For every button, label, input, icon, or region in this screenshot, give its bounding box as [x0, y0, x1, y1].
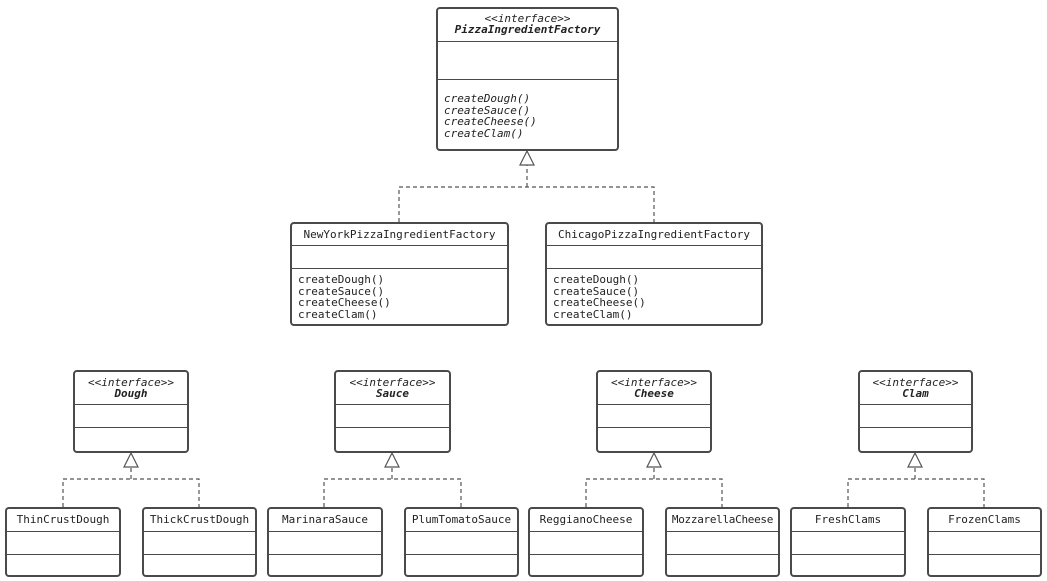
methods-section: createDough() createSauce() createCheese…: [547, 268, 761, 323]
class-name: ChicagoPizzaIngredientFactory: [557, 228, 751, 241]
marinara-sauce-class[interactable]: MarinaraSauce: [267, 507, 383, 577]
attributes-section: [438, 41, 617, 79]
method: createSauce(): [553, 284, 640, 298]
interface-stereotype: <<interface>>: [610, 376, 698, 389]
fresh-clams-class[interactable]: FreshClams: [790, 507, 906, 577]
methods-section: [75, 427, 187, 451]
clam-interface[interactable]: <<interface>> Clam: [858, 370, 973, 453]
realization-arrow-factory: [519, 149, 535, 166]
interface-name: Sauce: [375, 387, 410, 400]
frozen-clams-class[interactable]: FrozenClams: [927, 507, 1042, 577]
method: createDough(): [298, 273, 385, 286]
sauce-interface[interactable]: <<interface>> Sauce: [334, 370, 451, 453]
methods-section: [144, 554, 255, 575]
attributes-section: [292, 245, 507, 268]
realization-arrow-sauce: [384, 451, 400, 468]
reggiano-cheese-class[interactable]: ReggianoCheese: [528, 507, 644, 577]
method: createCheese(): [444, 115, 537, 128]
methods-section: [667, 554, 778, 575]
pizza-ingredient-factory-interface[interactable]: <<interface>> PizzaIngredientFactory cre…: [436, 7, 619, 151]
thin-crust-dough-class[interactable]: ThinCrustDough: [5, 507, 121, 577]
methods-section: [269, 554, 381, 575]
methods-section: [7, 554, 119, 575]
interface-stereotype: <<interface>>: [484, 12, 571, 25]
methods-section: [860, 427, 971, 451]
methods-section: createDough() createSauce() createCheese…: [438, 79, 617, 142]
interface-name: PizzaIngredientFactory: [454, 23, 601, 36]
attributes-section: [667, 531, 778, 554]
class-name: MarinaraSauce: [281, 513, 369, 526]
method: createClam(): [298, 307, 378, 321]
attributes-section: [269, 531, 381, 554]
methods-section: [530, 554, 642, 575]
connector-cheese: [585, 467, 723, 507]
class-name: MozzarellaCheese: [671, 513, 774, 526]
methods-section: [598, 427, 710, 451]
class-name: PlumTomatoSauce: [411, 513, 512, 526]
attributes-section: [929, 531, 1040, 554]
attributes-section: [75, 404, 187, 427]
method: createDough(): [553, 273, 640, 286]
interface-stereotype: <<interface>>: [87, 376, 175, 389]
class-name: FrozenClams: [948, 513, 1021, 526]
method: createDough(): [444, 92, 531, 105]
class-name: ThinCrustDough: [16, 513, 110, 526]
connector-dough: [62, 467, 200, 507]
attributes-section: [336, 404, 449, 427]
class-name: ReggianoCheese: [539, 513, 633, 526]
connector-clam: [847, 467, 985, 507]
thick-crust-dough-class[interactable]: ThickCrustDough: [142, 507, 257, 577]
method: createSauce(): [298, 284, 385, 298]
plum-tomato-sauce-class[interactable]: PlumTomatoSauce: [404, 507, 519, 577]
attributes-section: [792, 531, 904, 554]
realization-arrow-cheese: [646, 451, 662, 468]
attributes-section: [7, 531, 119, 554]
class-name: NewYorkPizzaIngredientFactory: [303, 228, 496, 241]
realization-arrow-clam: [907, 451, 923, 468]
attributes-section: [547, 245, 761, 268]
connector-factories: [398, 165, 655, 222]
methods-section: [406, 554, 517, 575]
methods-section: createDough() createSauce() createCheese…: [292, 268, 507, 323]
interface-stereotype: <<interface>>: [349, 376, 436, 389]
class-name: ThickCrustDough: [149, 513, 250, 526]
cheese-interface[interactable]: <<interface>> Cheese: [596, 370, 712, 453]
connector-sauce: [323, 467, 462, 507]
methods-section: [336, 427, 449, 451]
dough-interface[interactable]: <<interface>> Dough: [73, 370, 189, 453]
interface-name: Clam: [902, 387, 929, 400]
attributes-section: [406, 531, 517, 554]
class-name: FreshClams: [814, 513, 882, 526]
method: createClam(): [444, 126, 524, 140]
attributes-section: [598, 404, 710, 427]
methods-section: [929, 554, 1040, 575]
interface-name: Dough: [114, 387, 148, 400]
method: createCheese(): [553, 296, 646, 309]
attributes-section: [530, 531, 642, 554]
method: createClam(): [553, 307, 633, 321]
attributes-section: [144, 531, 255, 554]
new-york-factory-class[interactable]: NewYorkPizzaIngredientFactory createDoug…: [290, 222, 509, 326]
methods-section: [792, 554, 904, 575]
chicago-factory-class[interactable]: ChicagoPizzaIngredientFactory createDoug…: [545, 222, 763, 326]
method: createSauce(): [444, 103, 531, 117]
mozzarella-cheese-class[interactable]: MozzarellaCheese: [665, 507, 780, 577]
realization-arrow-dough: [123, 451, 139, 468]
interface-stereotype: <<interface>>: [872, 376, 959, 389]
method: createCheese(): [298, 296, 391, 309]
interface-name: Cheese: [634, 387, 674, 400]
attributes-section: [860, 404, 971, 427]
